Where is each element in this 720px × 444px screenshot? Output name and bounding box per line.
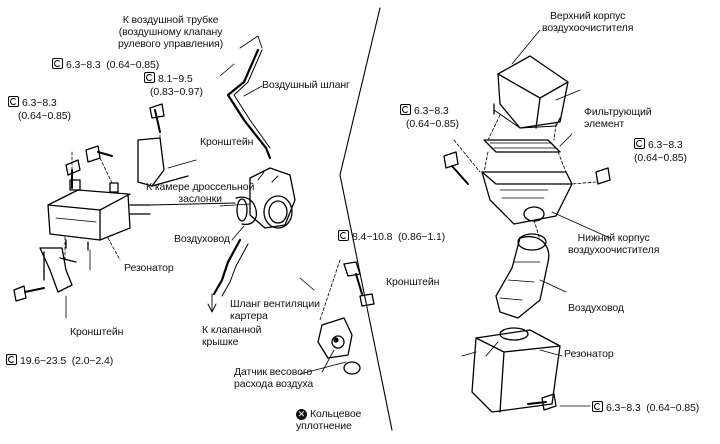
torque-wrench-icon [6,354,17,365]
torque-spec-8-value: 6.3~8.3 (0.64~0.85) [606,402,700,414]
bracket-bottom-left-part [39,247,77,293]
bolt-right-3 [527,393,557,411]
label-maf-sensor: Датчик весового расхода воздуха [234,366,314,390]
torque-spec-3-metric: (0.64~0.85) [18,110,71,122]
label-throttle-chamber: К камере дроссельной заслонки [146,181,255,205]
filter-element-part [483,139,561,153]
maf-sensor-part [317,317,361,375]
label-lower-housing: Нижний корпус воздухоочистителя [568,232,660,256]
torque-spec-1: 6.3~8.3 (0.64~0.85) [52,58,159,71]
torque-wrench-icon [400,104,411,115]
torque-wrench-icon [634,138,645,149]
torque-wrench-icon [8,96,19,107]
torque-spec-6: 6.3~8.3 [400,104,449,117]
torque-wrench-icon [592,401,603,412]
pcv-hose-part [207,238,249,313]
label-o-ring: ✕Кольцевое уплотнение [296,408,361,432]
label-o-ring-text: Кольцевое уплотнение [296,408,362,432]
label-air-tube: К воздушной трубке (воздушному клапану р… [118,14,224,50]
torque-spec-2-metric: (0.83~0.97) [150,86,203,98]
torque-wrench-icon [338,230,349,241]
torque-spec-4: 19.6~23.5 (2.0~2.4) [6,354,113,367]
bolt-left-1 [65,159,81,189]
torque-spec-6-value: 6.3~8.3 [414,105,449,117]
label-pcv-hose: Шланг вентиляции картера [230,298,320,322]
label-valve-cover: К клапанной крышке [202,324,262,348]
replace-part-icon: ✕ [296,409,307,420]
upper-housing-part [493,55,569,129]
torque-spec-7-value: 6.3~8.3 [648,139,683,151]
torque-spec-2-value: 8.1~9.5 [158,73,193,85]
label-bracket-middle: Кронштейн [386,276,440,288]
air-hose-part [226,35,272,160]
lower-housing-part [481,171,573,225]
torque-spec-8: 6.3~8.3 (0.64~0.85) [592,401,699,414]
label-air-duct-right: Воздуховод [568,302,624,314]
bracket-top-part [137,103,189,187]
torque-spec-5-value: 8.4~10.8 (0.86~1.1) [352,231,446,243]
bolt-left-3 [13,285,45,302]
label-bracket-top: Кронштейн [200,136,254,148]
torque-spec-7-metric: (0.64~0.85) [634,152,687,164]
leader-resonator [107,237,121,261]
torque-spec-6-metric: (0.64~0.85) [406,118,459,130]
torque-spec-4-value: 19.6~23.5 (2.0~2.4) [20,355,114,367]
torque-spec-2: 8.1~9.5 [144,72,193,85]
torque-wrench-icon [52,58,63,69]
label-upper-housing: Верхний корпус воздухоочистителя [542,10,634,34]
resonator-right-part [461,327,561,413]
label-air-hose: Воздушный шланг [262,79,350,91]
label-resonator-left: Резонатор [124,262,174,274]
air-duct-right-part [495,233,550,319]
torque-spec-3-value: 6.3~8.3 [22,97,57,109]
label-resonator-right: Резонатор [564,348,614,360]
bolt-right-2 [595,167,611,185]
label-filter-element: Фильтрующий элемент [584,106,652,130]
torque-wrench-icon [144,72,155,83]
label-bracket-bottom-left: Кронштейн [70,326,124,338]
bolt-left-2 [85,145,113,163]
torque-spec-7: 6.3~8.3 [634,138,683,151]
torque-spec-5: 8.4~10.8 (0.86~1.1) [338,230,445,243]
torque-spec-1-value: 6.3~8.3 (0.64~0.85) [66,59,160,71]
resonator-left-part [47,179,151,251]
divider-line [339,7,393,431]
air-duct-left-part [235,167,296,229]
torque-spec-3: 6.3~8.3 [8,96,57,109]
bolt-right-1 [443,151,469,185]
bracket-middle-part [319,259,375,321]
label-air-duct-left: Воздуховод [174,233,230,245]
